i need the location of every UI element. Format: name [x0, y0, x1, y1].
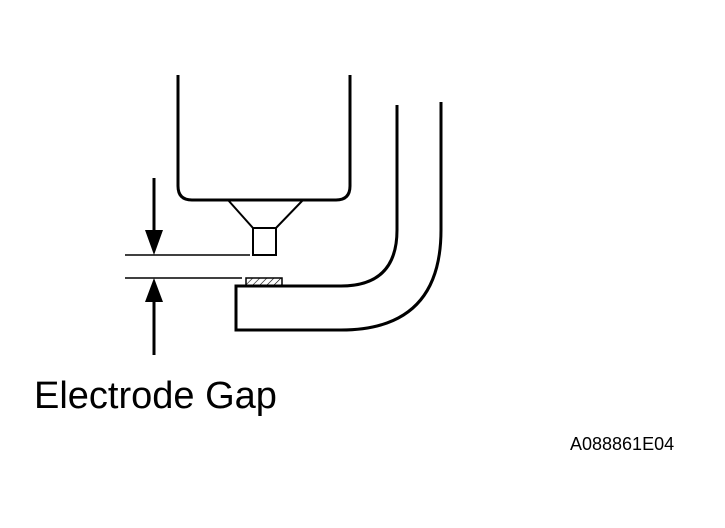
diagram-caption: Electrode Gap	[34, 375, 277, 417]
figure-id: A088861E04	[570, 434, 675, 454]
gap-arrow-bottom-head	[145, 278, 163, 302]
ground-electrode-tip	[245, 277, 283, 287]
ground-electrode	[234, 102, 443, 332]
insulator-nose	[227, 199, 304, 229]
center-electrode	[252, 227, 277, 256]
gap-arrow-top-head	[145, 230, 163, 255]
insulator-body	[176, 75, 352, 202]
